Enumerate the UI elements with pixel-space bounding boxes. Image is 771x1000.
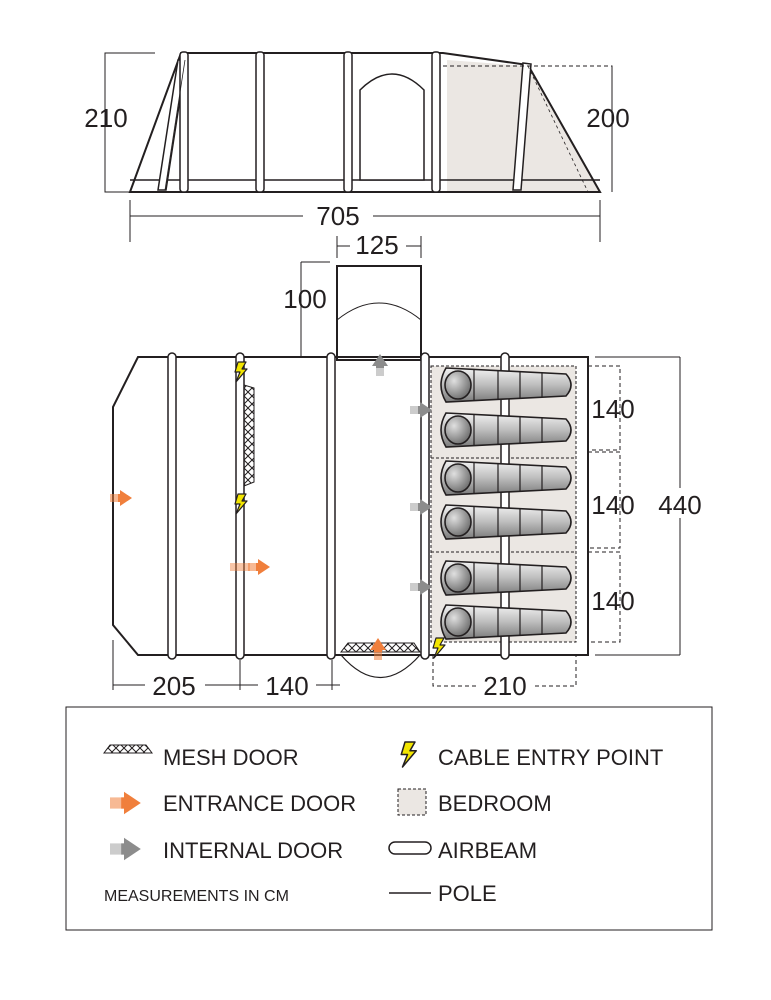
porch-width: 125 <box>355 230 398 260</box>
legend-airbeam: AIRBEAM <box>438 838 537 863</box>
middle-section-depth: 140 <box>265 671 308 701</box>
side-window <box>359 73 425 181</box>
legend: MESH DOOR ENTRANCE DOOR INTERNAL DOOR ME… <box>65 706 713 931</box>
legend-entrance-door: ENTRANCE DOOR <box>163 791 356 816</box>
side-view: 210 200 705 <box>84 51 630 242</box>
legend-internal-door: INTERNAL DOOR <box>163 838 343 863</box>
legend-mesh-door: MESH DOOR <box>163 745 299 770</box>
porch <box>336 265 422 361</box>
legend-note: MEASUREMENTS IN CM <box>104 888 289 905</box>
bedroom-icon <box>397 788 427 816</box>
total-width: 440 <box>658 490 701 520</box>
entrance-arrows <box>110 490 386 660</box>
side-tent-outline <box>128 52 602 193</box>
bedroom-depth: 210 <box>483 671 526 701</box>
mesh-door-side <box>243 384 255 487</box>
floor-plan: 125 100 <box>110 230 715 701</box>
airbeam-icon <box>388 841 432 855</box>
bedroom-width-2: 140 <box>591 490 634 520</box>
front-section-depth: 205 <box>152 671 195 701</box>
floor-outline <box>112 356 589 656</box>
bedroom-dim-boxes <box>432 365 621 687</box>
mesh-door-icon <box>103 744 153 754</box>
side-height-left: 210 <box>84 103 127 133</box>
legend-cable-entry: CABLE ENTRY POINT <box>438 745 663 770</box>
side-airbeams <box>157 51 532 193</box>
legend-pole: POLE <box>438 881 497 906</box>
side-height-right: 200 <box>586 103 629 133</box>
bedroom-width-3: 140 <box>591 586 634 616</box>
legend-bedroom: BEDROOM <box>438 791 552 816</box>
bedroom-width-1: 140 <box>591 394 634 424</box>
porch-depth: 100 <box>283 284 326 314</box>
side-length: 705 <box>316 201 359 231</box>
